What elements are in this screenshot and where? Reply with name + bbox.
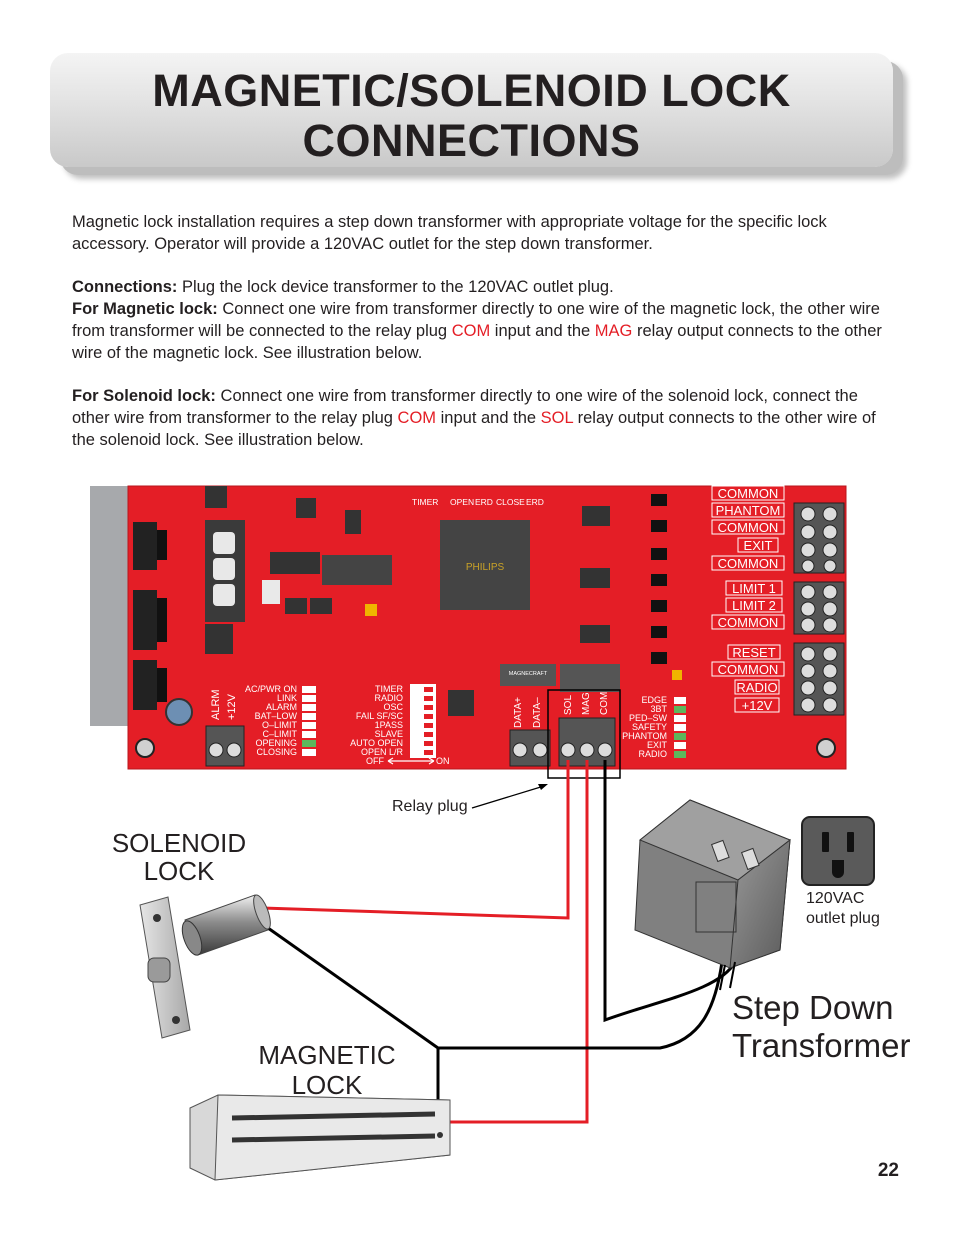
svg-text:PHANTOM: PHANTOM <box>716 503 781 518</box>
mounting-hole-icon <box>135 738 155 758</box>
mounting-hole-icon <box>816 738 836 758</box>
left-connector-2 <box>133 590 157 650</box>
page-title-line1: MAGNETIC/SOLENOID LOCK <box>152 65 791 116</box>
relay-column <box>651 494 682 680</box>
svg-text:ERD: ERD <box>526 497 544 507</box>
svg-text:3BT: 3BT <box>650 704 667 714</box>
svg-text:CLOSE: CLOSE <box>496 497 525 507</box>
svg-text:RADIO: RADIO <box>736 680 777 695</box>
svg-text:EXIT: EXIT <box>744 538 773 553</box>
page-title-line2: CONNECTIONS <box>302 115 641 166</box>
svg-text:LIMIT 2: LIMIT 2 <box>732 598 776 613</box>
wires <box>261 760 737 1130</box>
svg-text:COMMON: COMMON <box>718 486 779 501</box>
dip-switch[interactable] <box>410 684 436 758</box>
svg-text:COMMON: COMMON <box>718 662 779 677</box>
intro-paragraph: Magnetic lock installation requires a st… <box>72 213 827 253</box>
relay-plug-label: Relay plug <box>392 798 468 815</box>
switch-on-label: ON <box>436 756 450 766</box>
right-terminal-labels: COMMON PHANTOM COMMON EXIT COMMON LIMIT … <box>711 485 785 713</box>
svg-text:OSC: OSC <box>383 702 403 712</box>
connections-paragraph: Connections: Plug the lock device transf… <box>72 278 614 296</box>
battery-icon <box>165 698 193 726</box>
magnetic-paragraph: For Magnetic lock: Connect one wire from… <box>72 300 882 362</box>
relay-mag-label: MAG <box>581 692 592 715</box>
svg-text:AC/PWR ON: AC/PWR ON <box>245 684 297 694</box>
solenoid-lock-icon <box>139 894 271 1039</box>
svg-text:LIMIT 1: LIMIT 1 <box>732 581 776 596</box>
input-led-column <box>674 697 686 758</box>
dip-switch-labels: TIMER RADIO OSC FAIL SF/SC 1PASS SLAVE A… <box>350 684 403 757</box>
processor-chip <box>440 520 530 610</box>
svg-text:RESET: RESET <box>732 645 775 660</box>
svg-text:ERD: ERD <box>475 497 493 507</box>
svg-text:PHANTOM: PHANTOM <box>622 731 667 741</box>
svg-text:OPEN: OPEN <box>450 497 474 507</box>
intro-text: Magnetic lock installation requires a st… <box>72 211 892 472</box>
outlet-plug-icon <box>801 816 875 886</box>
svg-text:PED–SW: PED–SW <box>629 713 668 723</box>
page-number: 22 <box>877 1160 899 1181</box>
svg-text:ALARM: ALARM <box>266 702 297 712</box>
relay-plug-arrow <box>471 785 545 809</box>
data-minus-label: DATA– <box>532 697 543 728</box>
svg-text:RADIO: RADIO <box>374 693 403 703</box>
svg-text:EDGE: EDGE <box>641 695 667 705</box>
right-terminal-blocks <box>793 502 845 716</box>
svg-text:COMMON: COMMON <box>718 615 779 630</box>
svg-text:CLOSING: CLOSING <box>256 747 297 757</box>
outlet-plug-label: 120VAC outlet plug <box>806 890 880 927</box>
solenoid-paragraph: For Solenoid lock: Connect one wire from… <box>72 387 876 449</box>
svg-text:EXIT: EXIT <box>647 740 668 750</box>
magnetic-label: For Magnetic lock: <box>72 300 218 318</box>
relay-sol-label: SOL <box>563 695 574 715</box>
double-arrow-icon <box>387 757 435 765</box>
status-led-column <box>302 686 316 756</box>
transformer-icon <box>634 799 792 991</box>
connections-label: Connections: <box>72 278 178 296</box>
step-down-transformer-label: Step Down Transformer <box>732 989 911 1064</box>
svg-text:BAT–LOW: BAT–LOW <box>255 711 298 721</box>
magnecraft-relay <box>500 664 556 686</box>
top-label-timer: TIMER <box>412 497 438 507</box>
svg-text:LINK: LINK <box>277 693 297 703</box>
left-connector-1 <box>133 522 157 570</box>
svg-text:MAGNECRAFT: MAGNECRAFT <box>509 671 548 677</box>
svg-text:COMMON: COMMON <box>718 520 779 535</box>
data-plus-label: DATA+ <box>513 697 524 728</box>
svg-text:AUTO OPEN: AUTO OPEN <box>350 738 403 748</box>
input-led-labels: EDGE 3BT PED–SW SAFETY PHANTOM EXIT RADI… <box>622 695 667 759</box>
switch-off-label: OFF <box>366 756 384 766</box>
status-led-labels: AC/PWR ON LINK ALARM BAT–LOW O–LIMIT C–L… <box>245 684 298 757</box>
svg-text:COMMON: COMMON <box>718 556 779 571</box>
relay-plug-terminal <box>558 717 616 767</box>
title-banner: MAGNETIC/SOLENOID LOCK CONNECTIONS <box>50 53 893 167</box>
left-connector-3 <box>133 660 157 710</box>
relay-com-label: COM <box>599 692 610 715</box>
svg-text:OPENING: OPENING <box>255 738 297 748</box>
svg-text:OPEN L/R: OPEN L/R <box>361 747 404 757</box>
svg-text:TIMER: TIMER <box>375 684 403 694</box>
svg-text:1PASS: 1PASS <box>375 720 403 730</box>
magnetic-lock-label: MAGNETIC LOCK <box>258 1040 396 1100</box>
svg-text:RADIO: RADIO <box>638 749 667 759</box>
magnetic-lock-icon <box>189 1094 451 1181</box>
solenoid-lock-label: SOLENOID LOCK <box>111 828 247 886</box>
plus12-label: +12V <box>226 693 238 720</box>
solenoid-label: For Solenoid lock: <box>72 387 216 405</box>
svg-text:FAIL SF/SC: FAIL SF/SC <box>356 711 404 721</box>
svg-text:C–LIMIT: C–LIMIT <box>262 729 297 739</box>
svg-text:+12V: +12V <box>742 698 773 713</box>
svg-text:O–LIMIT: O–LIMIT <box>262 720 298 730</box>
svg-text:SLAVE: SLAVE <box>375 729 403 739</box>
chip-brand: PHILIPS <box>466 562 505 573</box>
relay-plug-highlight <box>547 689 621 779</box>
svg-text:SAFETY: SAFETY <box>632 722 667 732</box>
alrm-label: ALRM <box>210 689 222 720</box>
